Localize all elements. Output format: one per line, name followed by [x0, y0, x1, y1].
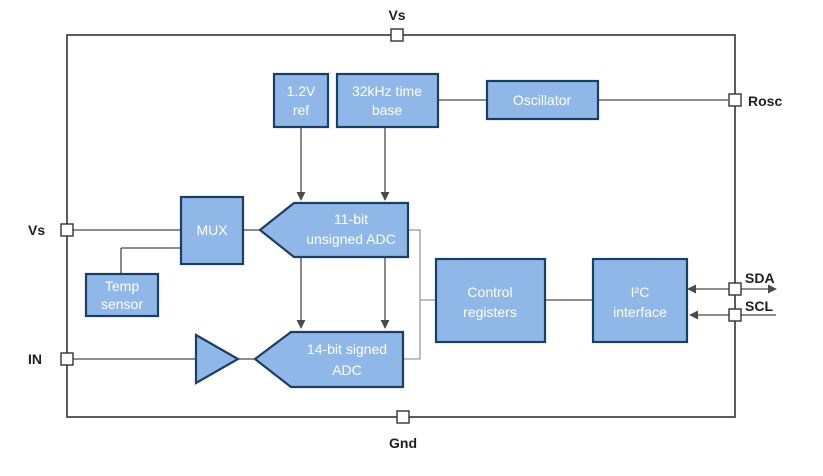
- pin-sda: [728, 282, 742, 296]
- control-registers-block: Control registers: [434, 257, 547, 344]
- mux-block: MUX: [179, 195, 245, 266]
- pin-in: [60, 352, 74, 366]
- pin-scl: [728, 308, 742, 322]
- svg-text:registers: registers: [463, 304, 517, 320]
- pin-rosc: [728, 93, 742, 107]
- adc-bus-wire: [403, 229, 421, 360]
- svg-text:ref: ref: [293, 102, 309, 118]
- label-vs-left: Vs: [28, 222, 45, 238]
- pin-vs-left: [60, 223, 74, 237]
- temp-sensor-block: Temp sensor: [84, 272, 160, 318]
- svg-text:32kHz time: 32kHz time: [352, 83, 422, 99]
- label-sda: SDA: [745, 270, 775, 286]
- adc-14bit-block: 14-bit signed ADC: [253, 330, 405, 389]
- svg-text:unsigned ADC: unsigned ADC: [306, 231, 396, 247]
- svg-text:14-bit signed: 14-bit signed: [307, 341, 387, 357]
- svg-text:MUX: MUX: [196, 222, 228, 238]
- label-rosc: Rosc: [748, 93, 782, 109]
- svg-text:I²C: I²C: [631, 284, 650, 300]
- pin-gnd: [396, 410, 410, 424]
- svg-text:Oscillator: Oscillator: [513, 92, 572, 108]
- timebase-block: 32kHz time base: [335, 72, 440, 129]
- svg-text:Temp: Temp: [105, 278, 139, 294]
- pin-vs-top: [390, 28, 404, 42]
- label-scl: SCL: [745, 298, 773, 314]
- i2c-interface-block: I²C interface: [591, 257, 689, 344]
- ref-block: 1.2V ref: [272, 72, 330, 129]
- svg-text:11-bit: 11-bit: [334, 211, 368, 227]
- svg-text:base: base: [372, 102, 403, 118]
- svg-text:ADC: ADC: [332, 362, 362, 378]
- label-in: IN: [28, 351, 42, 367]
- label-gnd: Gnd: [389, 435, 417, 451]
- svg-text:Control: Control: [467, 284, 512, 300]
- oscillator-block: Oscillator: [485, 79, 600, 121]
- svg-text:1.2V: 1.2V: [287, 83, 316, 99]
- svg-text:sensor: sensor: [101, 296, 143, 312]
- amplifier-triangle: [194, 333, 241, 385]
- label-vs-top: Vs: [388, 7, 405, 23]
- svg-text:interface: interface: [613, 304, 667, 320]
- adc-11bit-block: 11-bit unsigned ADC: [258, 201, 410, 259]
